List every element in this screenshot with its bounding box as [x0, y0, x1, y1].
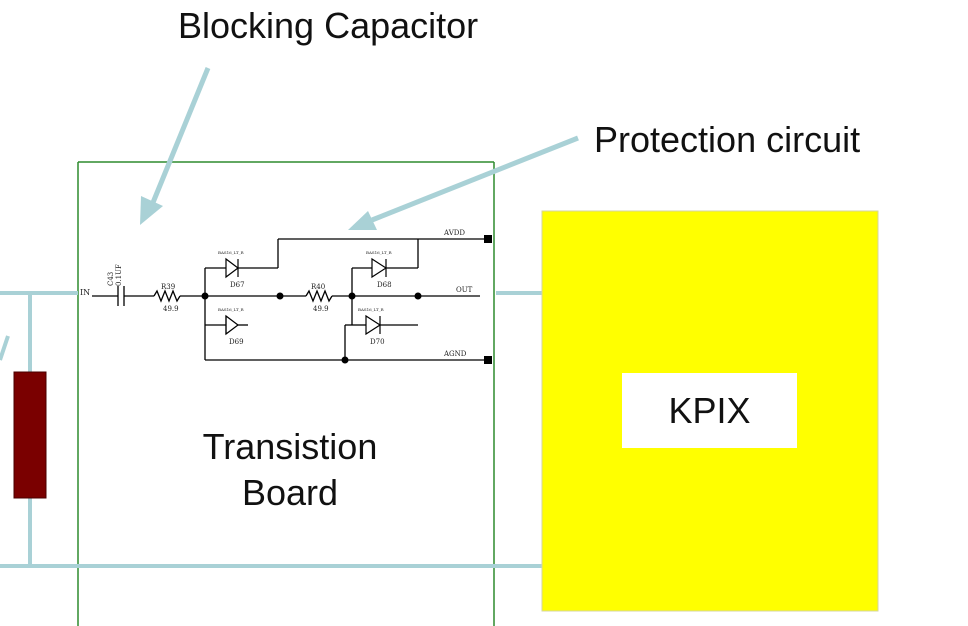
d69-part: BAS16_LT_R	[218, 307, 245, 312]
d67-label: D67	[230, 281, 245, 289]
d67-part: BAS16_LT_R	[218, 250, 245, 255]
junction-dots	[201, 292, 422, 364]
blocking-capacitor-arrow	[140, 67, 211, 225]
in-label: IN	[80, 288, 90, 297]
d70-label: D70	[370, 338, 385, 346]
out-label: OUT	[456, 286, 473, 294]
r40-ref: R40	[311, 283, 325, 291]
blocking-capacitor-callout: Blocking Capacitor	[178, 5, 479, 46]
diode-d70	[365, 314, 382, 336]
capacitor-value: 0.1UF	[115, 264, 123, 286]
termination-resistor	[13, 371, 47, 499]
diode-d69	[225, 314, 239, 336]
protection-circuit-arrow	[348, 135, 579, 230]
protection-schematic	[92, 238, 488, 361]
transition-board-label-line2: Board	[241, 472, 339, 513]
protection-circuit-callout: Protection circuit	[594, 119, 861, 160]
d68-part: BAS16_LT_R	[366, 250, 393, 255]
diode-d67	[225, 257, 239, 279]
r40-value: 49.9	[313, 305, 329, 313]
r39-ref: R39	[161, 283, 175, 291]
kpix-label: KPIX	[622, 373, 797, 448]
agnd-terminal	[484, 356, 492, 364]
avdd-terminal	[484, 235, 492, 243]
r39-value: 49.9	[163, 305, 179, 313]
agnd-label: AGND	[443, 350, 467, 358]
diode-d68	[371, 257, 388, 279]
transition-board-label-line1: Transistion	[202, 426, 378, 467]
transition-board-label: Transistion Board	[140, 424, 440, 516]
capacitor-ref: C43	[107, 272, 115, 286]
left-edge-arrow-stub	[0, 335, 10, 361]
d69-label: D69	[229, 338, 244, 346]
transition-board-outline	[77, 161, 495, 626]
d68-label: D68	[377, 281, 392, 289]
d70-part: BAS16_LT_R	[358, 307, 385, 312]
avdd-label: AVDD	[443, 229, 465, 237]
